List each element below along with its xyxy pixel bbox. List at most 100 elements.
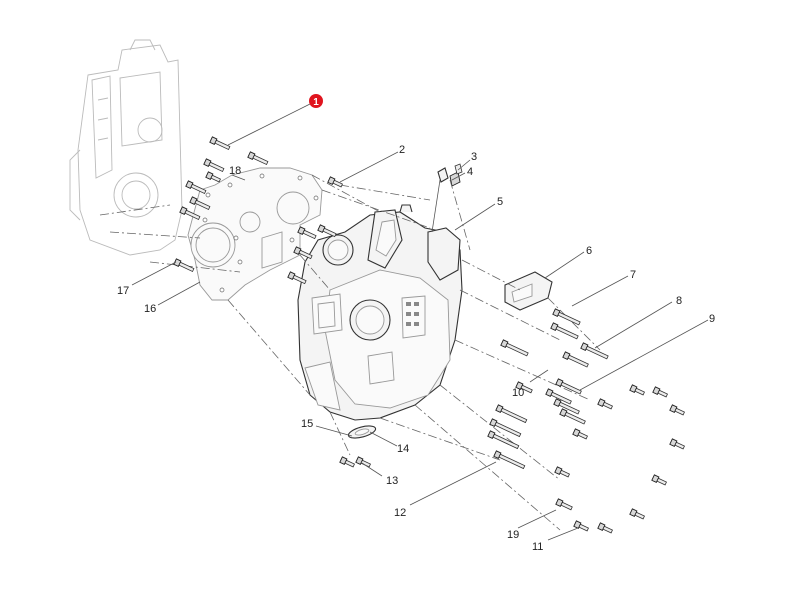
bolt-head: [355, 456, 364, 466]
bolt: [580, 342, 609, 360]
bolt: [553, 398, 580, 415]
engine-block-ghost: [69, 39, 183, 256]
bolt: [550, 322, 579, 340]
bolt: [205, 171, 221, 183]
label-16[interactable]: 16: [144, 303, 156, 315]
bolt-head: [293, 246, 302, 256]
label-14[interactable]: 14: [397, 443, 409, 455]
bolt: [573, 520, 589, 532]
bolt-shank: [554, 325, 579, 340]
sensor: [449, 163, 463, 187]
label-4[interactable]: 4: [467, 166, 473, 178]
bolt-head: [495, 404, 504, 414]
bolt-head: [205, 171, 214, 181]
item-1-badge[interactable]: 1: [309, 94, 323, 108]
bolt: [209, 136, 231, 151]
label-8[interactable]: 8: [676, 295, 682, 307]
leader-lines: [131, 102, 709, 541]
bolt: [355, 456, 371, 468]
bolt-head: [553, 398, 562, 408]
bolt: [247, 151, 269, 166]
bolt-head: [487, 430, 496, 440]
bolt-head: [500, 339, 509, 349]
label-9[interactable]: 9: [709, 313, 715, 325]
bolt-head: [179, 206, 188, 216]
item-1-badge-number: 1: [313, 97, 319, 108]
label-15[interactable]: 15: [301, 418, 313, 430]
bolt: [572, 428, 588, 440]
label-7[interactable]: 7: [630, 269, 636, 281]
label-10[interactable]: 10: [512, 387, 524, 399]
bolt: [651, 474, 667, 486]
bolt-head: [297, 226, 306, 236]
bolt-head: [545, 388, 554, 398]
bolt: [562, 351, 589, 368]
bolt-head: [317, 224, 326, 234]
label-12[interactable]: 12: [394, 507, 406, 519]
bolt: [669, 438, 685, 450]
bolt-head: [339, 456, 348, 466]
bolt-head: [209, 136, 218, 146]
bolt-head: [669, 404, 678, 414]
bolt: [487, 430, 520, 450]
bolt-head: [629, 384, 638, 394]
bolt-shank: [556, 311, 581, 326]
label-18[interactable]: 18: [229, 165, 241, 177]
callout-labels: 2 3 4 5 6 7 8 9 10 11 12 13 14 15 16 17 …: [117, 144, 715, 553]
bolt-head: [652, 386, 661, 396]
bolt: [554, 466, 570, 478]
bolt: [185, 180, 207, 195]
bolt: [287, 271, 307, 285]
label-13[interactable]: 13: [386, 475, 398, 487]
seal: [347, 425, 377, 439]
label-3[interactable]: 3: [471, 151, 477, 163]
bolt: [495, 404, 528, 424]
bolt-head: [555, 378, 564, 388]
bolt-head: [489, 418, 498, 428]
bolt-shank: [497, 453, 526, 470]
bolt: [189, 196, 211, 211]
bolt: [339, 456, 355, 468]
bolt-head: [597, 522, 606, 532]
bolt: [669, 404, 685, 416]
bolt-head: [629, 508, 638, 518]
bolt-head: [669, 438, 678, 448]
bolt: [179, 206, 201, 221]
bolt-shank: [504, 342, 529, 357]
label-5[interactable]: 5: [497, 196, 503, 208]
bolt-head: [173, 258, 182, 268]
bolt: [203, 158, 225, 173]
bolt: [629, 508, 645, 520]
alignment-lines: [99, 174, 601, 531]
bolt-shank: [493, 421, 522, 438]
bolt-head: [327, 176, 336, 186]
label-2[interactable]: 2: [399, 144, 405, 156]
bolt-shank: [213, 139, 231, 151]
bolt-shank: [499, 407, 528, 424]
bolt: [173, 258, 195, 273]
label-17[interactable]: 17: [117, 285, 129, 297]
label-11[interactable]: 11: [532, 541, 543, 553]
label-19[interactable]: 19: [507, 529, 519, 541]
bolt-head: [189, 196, 198, 206]
bolt-head: [597, 398, 606, 408]
bolt-head: [550, 322, 559, 332]
bolt-head: [515, 381, 524, 391]
bolt-shank: [559, 381, 582, 395]
gasket-plate: [187, 167, 323, 301]
bolt: [559, 408, 586, 425]
bolt: [555, 378, 582, 395]
bolt: [597, 398, 613, 410]
bolt-head: [580, 342, 589, 352]
bolt-head: [562, 351, 571, 361]
bolt: [552, 308, 581, 326]
bolt: [500, 339, 529, 357]
bolt: [493, 450, 526, 470]
bolt: [545, 388, 572, 405]
bolt: [515, 381, 533, 394]
bolt: [293, 246, 313, 260]
bolt: [327, 176, 343, 188]
label-6[interactable]: 6: [586, 245, 592, 257]
bolt: [597, 522, 613, 534]
